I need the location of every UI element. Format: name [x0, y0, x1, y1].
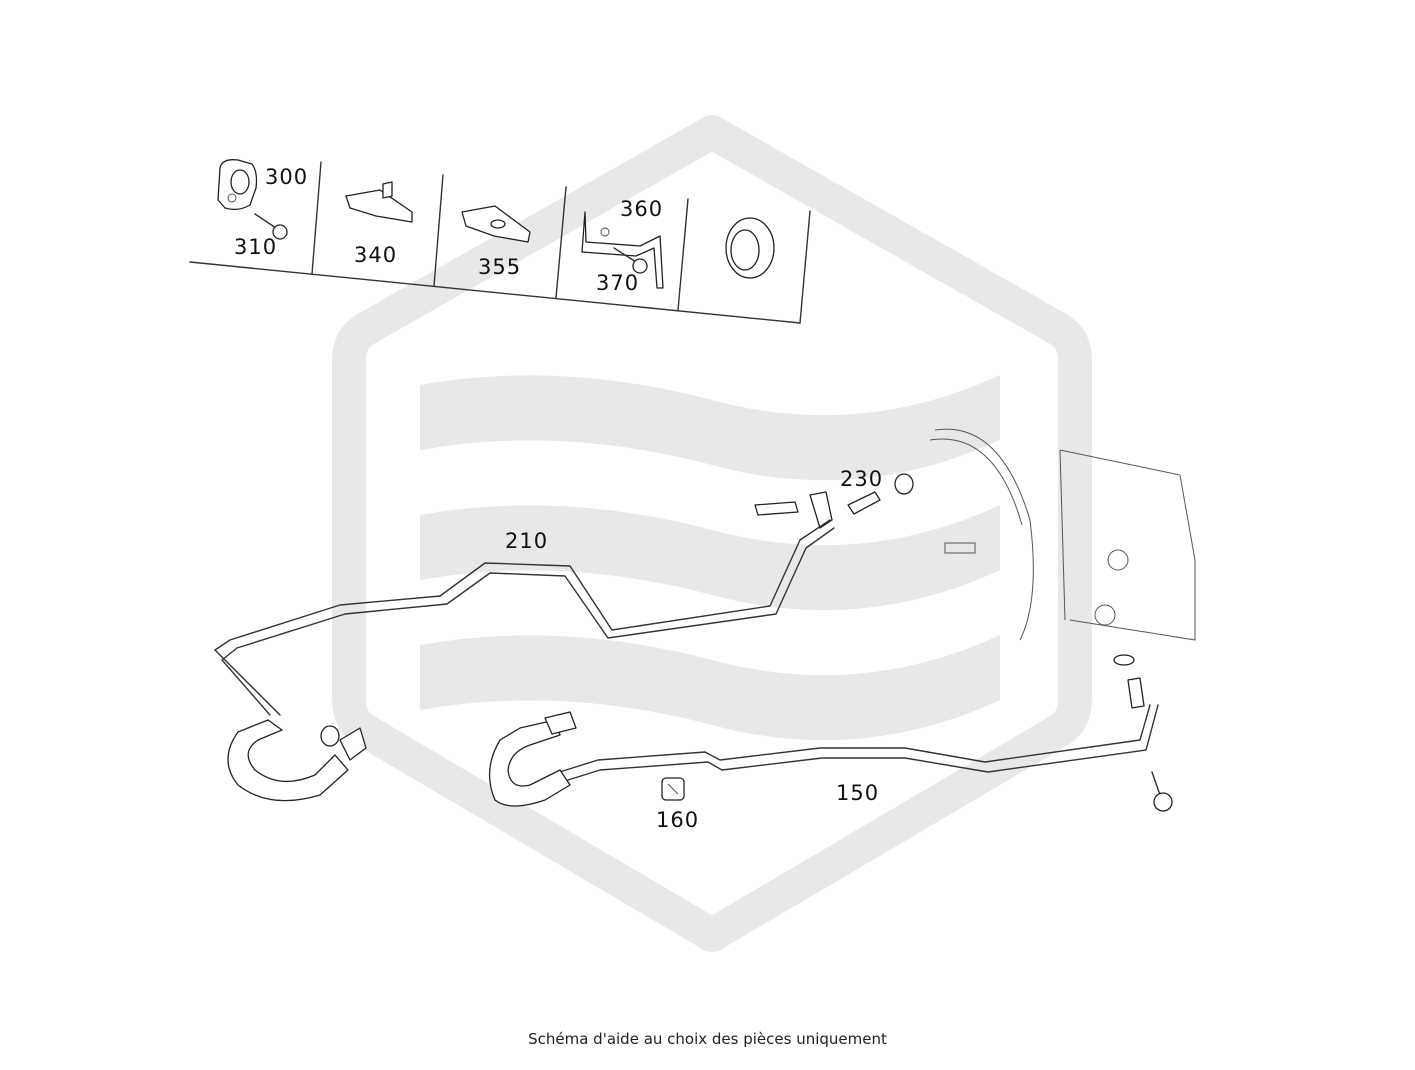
seal-ring-icon[interactable]	[725, 217, 775, 279]
callout-355: 355	[478, 255, 521, 279]
bracket-icon[interactable]	[461, 205, 531, 243]
pipe-150-icon[interactable]	[549, 704, 1159, 786]
callout-210: 210	[505, 529, 548, 553]
callout-230: 230	[840, 467, 883, 491]
bolt-icon[interactable]	[613, 247, 648, 274]
transmission-housing-icon	[929, 428, 1196, 641]
disclaimer-caption: Schéma d'aide au choix des pièces unique…	[528, 1030, 887, 1048]
callout-300: 300	[265, 165, 308, 189]
callout-160: 160	[656, 808, 699, 832]
parts-table	[189, 161, 811, 324]
callout-370: 370	[596, 271, 639, 295]
clip-icon[interactable]	[661, 777, 685, 801]
callout-360: 360	[620, 197, 663, 221]
hose-left-icon[interactable]	[227, 719, 367, 802]
hexagon-logo-watermark-icon	[332, 115, 1092, 952]
bolt-icon[interactable]	[1151, 771, 1173, 812]
callout-150: 150	[836, 781, 879, 805]
mounting-bracket-icon[interactable]	[581, 211, 664, 289]
bracket-icon[interactable]	[345, 181, 413, 223]
callout-340: 340	[354, 243, 397, 267]
hose-right-icon[interactable]	[488, 711, 577, 807]
fitting-icon[interactable]	[1113, 654, 1145, 709]
clamp-icon[interactable]	[217, 159, 258, 211]
callout-310: 310	[234, 235, 277, 259]
fitting-icon[interactable]	[754, 473, 914, 529]
bolt-icon[interactable]	[254, 213, 288, 240]
pipe-210-icon[interactable]	[214, 519, 835, 716]
